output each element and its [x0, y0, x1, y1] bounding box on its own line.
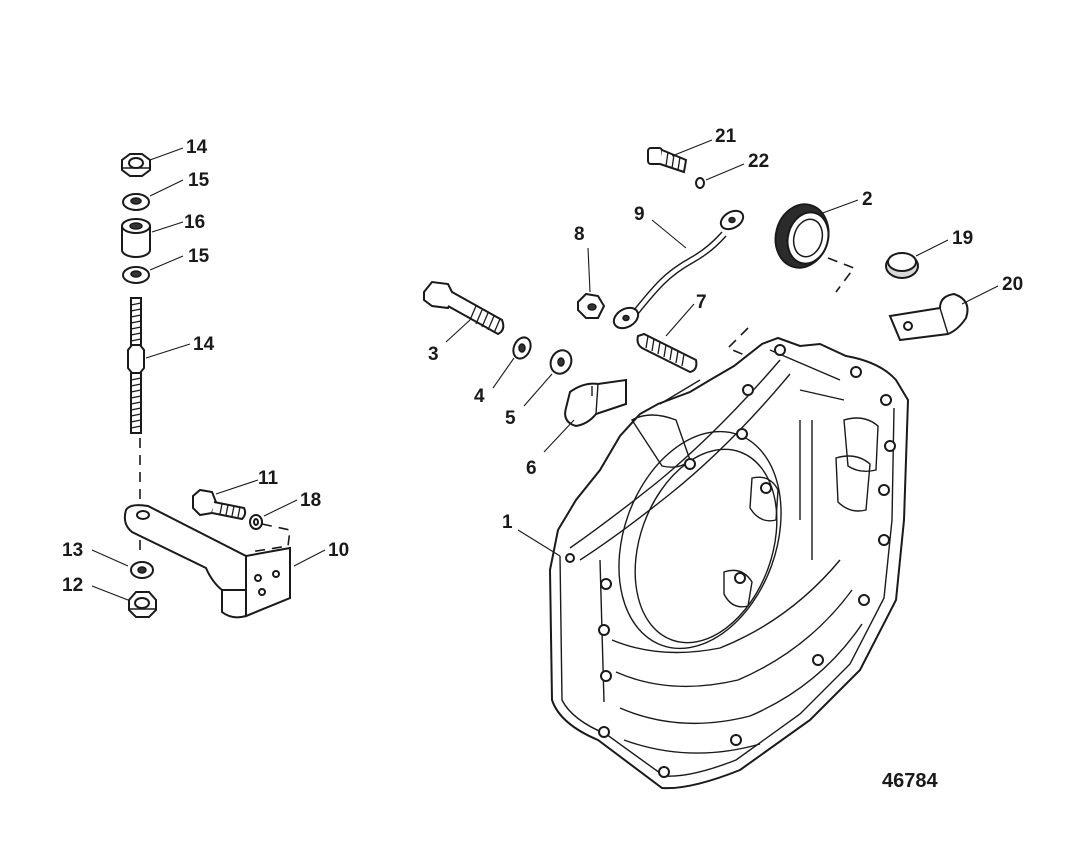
part-2-seal: [774, 203, 830, 269]
callout-3: 3: [428, 344, 439, 365]
callout-17: 14: [186, 137, 208, 158]
callout-22: 22: [748, 151, 769, 172]
part-6-clip: [564, 378, 627, 428]
part-14-stud: [127, 297, 145, 434]
callout-15-lower: 15: [188, 246, 210, 267]
callout-9: 9: [634, 204, 645, 225]
callout-19: 19: [952, 228, 973, 249]
callout-8: 8: [574, 224, 585, 245]
part-4-washer: [512, 336, 532, 360]
callout-5: 5: [505, 408, 516, 429]
callout-labels: 14 15 16 15 14 11 18 10 13 12 3 4 5 6 8 …: [62, 126, 1023, 596]
callout-12: 12: [62, 575, 83, 596]
callout-6: 6: [526, 458, 537, 479]
callout-18: 18: [300, 490, 321, 511]
callout-16: 16: [184, 212, 205, 233]
part-7-stud: [636, 332, 698, 374]
part-1-flywheel-housing: [548, 336, 910, 790]
callout-15-upper: 15: [188, 170, 210, 191]
assembly-line-bracket-bolt: [249, 523, 291, 553]
callout-10: 10: [328, 540, 349, 561]
part-22-washer: [695, 177, 705, 189]
assembly-line-housing: [726, 327, 757, 361]
part-8-nut: [577, 292, 606, 319]
callout-11: 11: [258, 468, 279, 489]
figure-number: 46784: [882, 770, 938, 792]
callout-4: 4: [474, 386, 485, 407]
part-15-washer-upper: [122, 193, 150, 211]
part-12-nut: [128, 591, 157, 618]
part-21-bolt: [647, 147, 688, 174]
part-10-bracket: [123, 504, 291, 619]
callout-1: 1: [502, 512, 513, 533]
part-18-lock-washer: [249, 514, 263, 530]
callout-2: 2: [862, 189, 873, 210]
part-5-lock-washer: [549, 349, 573, 375]
callout-14: 14: [193, 334, 215, 355]
callout-13: 13: [62, 540, 83, 561]
part-20-clip: [888, 292, 969, 342]
part-16-spacer: [121, 218, 151, 258]
callout-7: 7: [696, 292, 707, 313]
callout-21: 21: [715, 126, 737, 147]
part-3-bolt: [423, 280, 505, 336]
leader-lines: [91, 139, 999, 601]
part-9-ground-strap: [612, 209, 745, 330]
part-13-washer: [130, 561, 154, 579]
assembly-line-seal: [827, 257, 856, 293]
part-15-washer-lower: [122, 266, 150, 284]
part-19-plug: [885, 252, 919, 279]
part-11-bolt: [192, 488, 247, 521]
callout-20: 20: [1002, 274, 1023, 295]
part-17-hex-nut: [121, 153, 151, 177]
